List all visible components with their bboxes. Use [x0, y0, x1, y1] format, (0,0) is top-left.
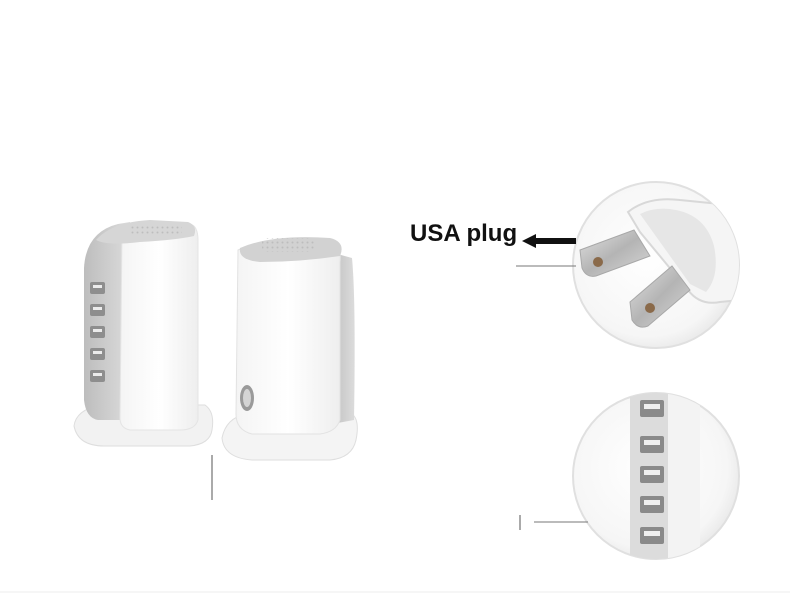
usa-plug-closeup: [572, 181, 740, 349]
charger-back-view: [221, 237, 358, 461]
usa-plug-label: USA plug: [410, 220, 518, 247]
usb-ports-detail: [640, 400, 664, 544]
usb-ports-closeup: [572, 392, 740, 560]
charger-front-view: [73, 220, 214, 447]
callout-arrow: [522, 234, 576, 248]
usb-ports-front: [90, 282, 105, 382]
